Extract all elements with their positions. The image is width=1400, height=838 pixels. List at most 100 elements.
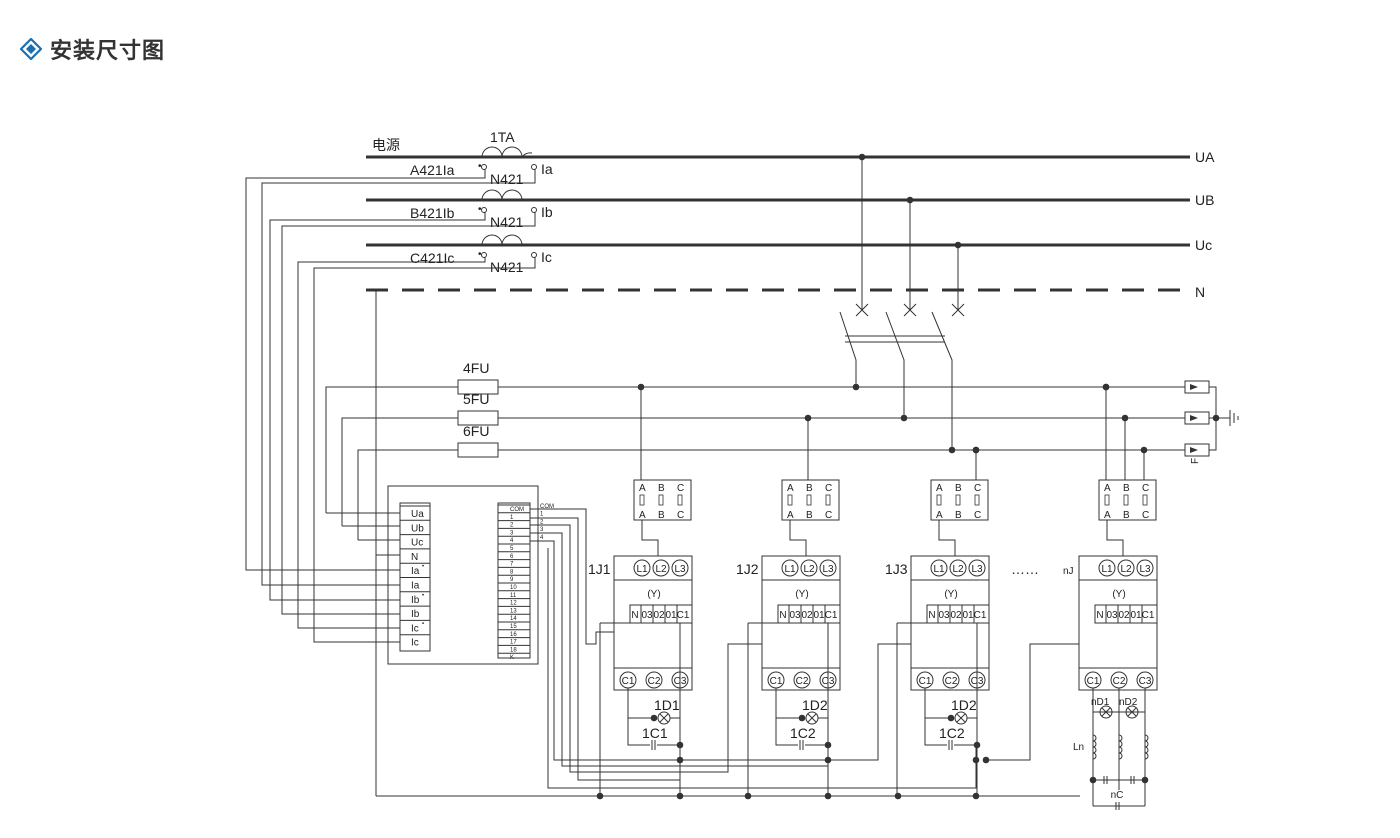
section-header: 安装尺寸图 bbox=[20, 34, 165, 64]
ct-input-label: C421Ic bbox=[410, 250, 454, 266]
ct-neutral-label: N421 bbox=[490, 171, 524, 187]
lamp-label: 1D2 bbox=[951, 697, 977, 713]
meter-terminal-1: Ua bbox=[411, 509, 424, 520]
contactor-mid-label: N bbox=[1096, 610, 1103, 621]
contactor-top-terminal bbox=[633, 559, 651, 577]
junction-dot bbox=[1121, 414, 1129, 422]
control-wire-1 bbox=[530, 508, 614, 645]
contactor-top-terminal bbox=[671, 559, 689, 577]
com-terminal-16: 15 bbox=[510, 624, 517, 630]
contactor-mode-label: (Y) bbox=[1112, 589, 1125, 600]
cap-wire bbox=[924, 718, 947, 746]
contactor-mid-label: 02 bbox=[653, 610, 665, 621]
switch-label-top: B bbox=[1123, 483, 1130, 494]
link-line bbox=[641, 520, 659, 556]
fuse-element-icon bbox=[658, 494, 664, 506]
switch-label-top: B bbox=[806, 483, 813, 494]
lamp-icon-stroke bbox=[659, 713, 669, 723]
page-title: 安装尺寸图 bbox=[50, 39, 166, 64]
terminal-arrow-icon bbox=[1190, 415, 1198, 421]
lamp-icon-stroke bbox=[956, 713, 966, 723]
contactor-top-terminal bbox=[819, 559, 837, 577]
switch-label-top: A bbox=[639, 483, 646, 494]
switch-label-bottom: C bbox=[677, 510, 684, 521]
com-output-label: 3 bbox=[540, 527, 544, 533]
ct-terminal bbox=[481, 252, 487, 258]
contactor-mid-label: C1 bbox=[677, 610, 690, 621]
lamp-label: 1D1 bbox=[654, 697, 680, 713]
fuse-element-icon bbox=[806, 494, 812, 506]
bus-tap-dot bbox=[858, 153, 866, 161]
contactor-top-terminal bbox=[800, 559, 818, 577]
switch-label-bottom: A bbox=[936, 510, 943, 521]
control-wire-6 bbox=[547, 548, 977, 789]
junction-dot bbox=[637, 383, 645, 391]
ct-input-label: A421Ia bbox=[410, 162, 455, 178]
switch-label-top: C bbox=[677, 483, 684, 494]
com-terminal-20: K bbox=[510, 655, 514, 661]
ct-terminal bbox=[531, 207, 537, 213]
reactor-icon bbox=[1118, 734, 1123, 760]
ct-terminal bbox=[481, 207, 487, 213]
meter-terminal-7: Ib bbox=[411, 595, 420, 606]
fuse-element-icon bbox=[1123, 494, 1129, 506]
contactor-top-label: L1 bbox=[1101, 564, 1113, 575]
contactor-top-terminal bbox=[781, 559, 799, 577]
contactor-terminal-strip bbox=[926, 604, 990, 624]
junction-dot bbox=[804, 414, 812, 422]
contactor-top-label: L1 bbox=[636, 564, 648, 575]
link-line bbox=[789, 520, 807, 556]
contactor-bottom-label: C2 bbox=[796, 676, 809, 687]
meter-terminal-9: Ic bbox=[411, 623, 419, 634]
contactor-name: 1J3 bbox=[885, 561, 908, 577]
contactor-mid-label: C1 bbox=[1142, 610, 1155, 621]
junction-dot bbox=[900, 414, 908, 422]
fuse-label-5fu: 5FU bbox=[463, 391, 489, 407]
contactor-top-label: L2 bbox=[1120, 564, 1132, 575]
ground-junction-dot bbox=[1212, 414, 1220, 422]
ct-terminal bbox=[531, 164, 537, 170]
contactor-mode-label: (Y) bbox=[795, 589, 808, 600]
switch-label-top: B bbox=[658, 483, 665, 494]
capacitor-label: 1C2 bbox=[939, 725, 965, 741]
contactor-mid-label: 03 bbox=[789, 610, 801, 621]
com-terminal-6: 5 bbox=[510, 546, 514, 552]
contactor-name: nJ bbox=[1063, 566, 1074, 577]
com-terminal-10: 9 bbox=[510, 577, 514, 583]
fuse-element-icon bbox=[955, 494, 961, 506]
contactor-terminal-strip bbox=[777, 604, 841, 624]
meter-terminal-6: Ia bbox=[411, 581, 420, 592]
polarity-dot: • bbox=[422, 621, 424, 627]
capacitor-label: nC bbox=[1111, 790, 1124, 801]
switch-label-bottom: C bbox=[1142, 510, 1149, 521]
switch-label-bottom: B bbox=[1123, 510, 1130, 521]
contactor-top-label: L2 bbox=[803, 564, 815, 575]
com-terminal-15: 14 bbox=[510, 616, 517, 622]
switch-label-top: B bbox=[955, 483, 962, 494]
com-output-label: 1 bbox=[540, 512, 544, 518]
contactor-bottom-label: C2 bbox=[648, 676, 661, 687]
cap-wire bbox=[627, 718, 650, 746]
bus-label-ub: UB bbox=[1195, 192, 1214, 208]
reactor-icon bbox=[1144, 734, 1149, 760]
meter-terminal-10: Ic bbox=[411, 638, 419, 649]
ct-polarity-dot: • bbox=[478, 204, 482, 215]
com-output-label: 4 bbox=[540, 535, 544, 541]
contactor-mid-label: N bbox=[928, 610, 935, 621]
meter-terminal-5: Ia bbox=[411, 566, 420, 577]
contactor-terminal-strip bbox=[1094, 604, 1158, 624]
contactor-name: 1J1 bbox=[588, 561, 611, 577]
fuse-element-icon bbox=[825, 494, 831, 506]
switch-label-top: A bbox=[936, 483, 943, 494]
contactor-bottom-label: C2 bbox=[945, 676, 958, 687]
com-terminal-2: 1 bbox=[510, 515, 514, 521]
contactor-terminal-strip bbox=[629, 604, 693, 624]
contactor-top-terminal bbox=[1136, 559, 1154, 577]
contactor-mid-label: 02 bbox=[1118, 610, 1130, 621]
junction-dot bbox=[1140, 446, 1148, 454]
contactor-top-terminal bbox=[652, 559, 670, 577]
meter-terminal-2: Ub bbox=[411, 523, 424, 534]
fuse-element-icon bbox=[639, 494, 645, 506]
